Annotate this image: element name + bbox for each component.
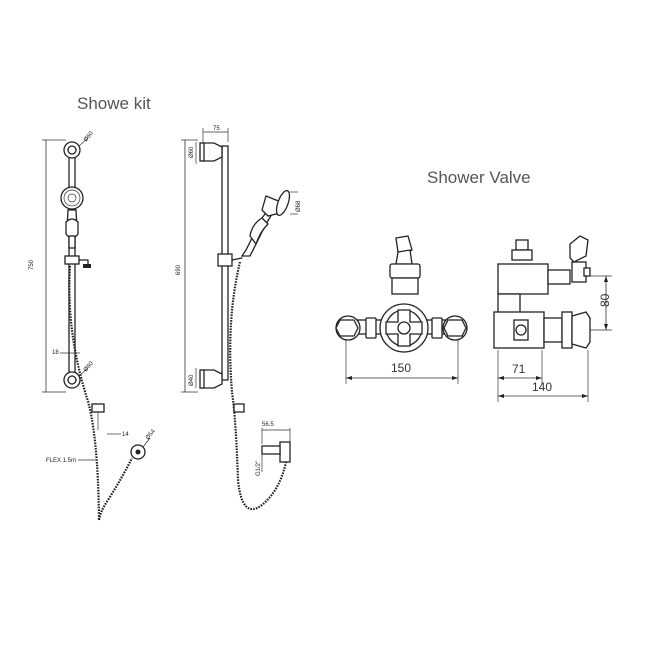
projection-label: 75 xyxy=(213,126,220,132)
rail-height-label: 750 xyxy=(29,259,35,270)
valve-depth-handle-label: 71 xyxy=(512,362,526,376)
valve-height-label: 80 xyxy=(598,293,612,307)
shower-valve-title: Shower Valve xyxy=(427,168,531,187)
shower-valve-side-view: 80 71 140 xyxy=(493,235,612,402)
elbow-dia-label: Ø54 xyxy=(145,428,157,441)
elbow-size-label: 14 xyxy=(122,432,129,438)
rail-centres-label: 690 xyxy=(176,264,182,275)
shower-kit-side-view: 75 690 Ø60 Ø40 Ø68 xyxy=(176,126,302,511)
shower-valve-front-view: 150 xyxy=(335,235,468,384)
bracket-offset-label: 18 xyxy=(52,350,59,356)
top-bracket-height-label: Ø60 xyxy=(189,146,195,158)
valve-overall-depth-label: 140 xyxy=(532,380,552,394)
handset-dia-label: Ø68 xyxy=(296,200,302,212)
bottom-bracket-height-label: Ø40 xyxy=(189,374,195,386)
shower-kit-title: Showe kit xyxy=(77,94,151,113)
valve-width-label: 150 xyxy=(391,361,411,375)
thread-label: G1/2" xyxy=(256,461,262,476)
outlet-projection-label: 56.5 xyxy=(262,422,274,428)
hose-length-label: FLEX 1.5m xyxy=(46,458,76,464)
shower-kit-front-view: 750 Ø60 Ø60 18 14 xyxy=(29,130,157,521)
